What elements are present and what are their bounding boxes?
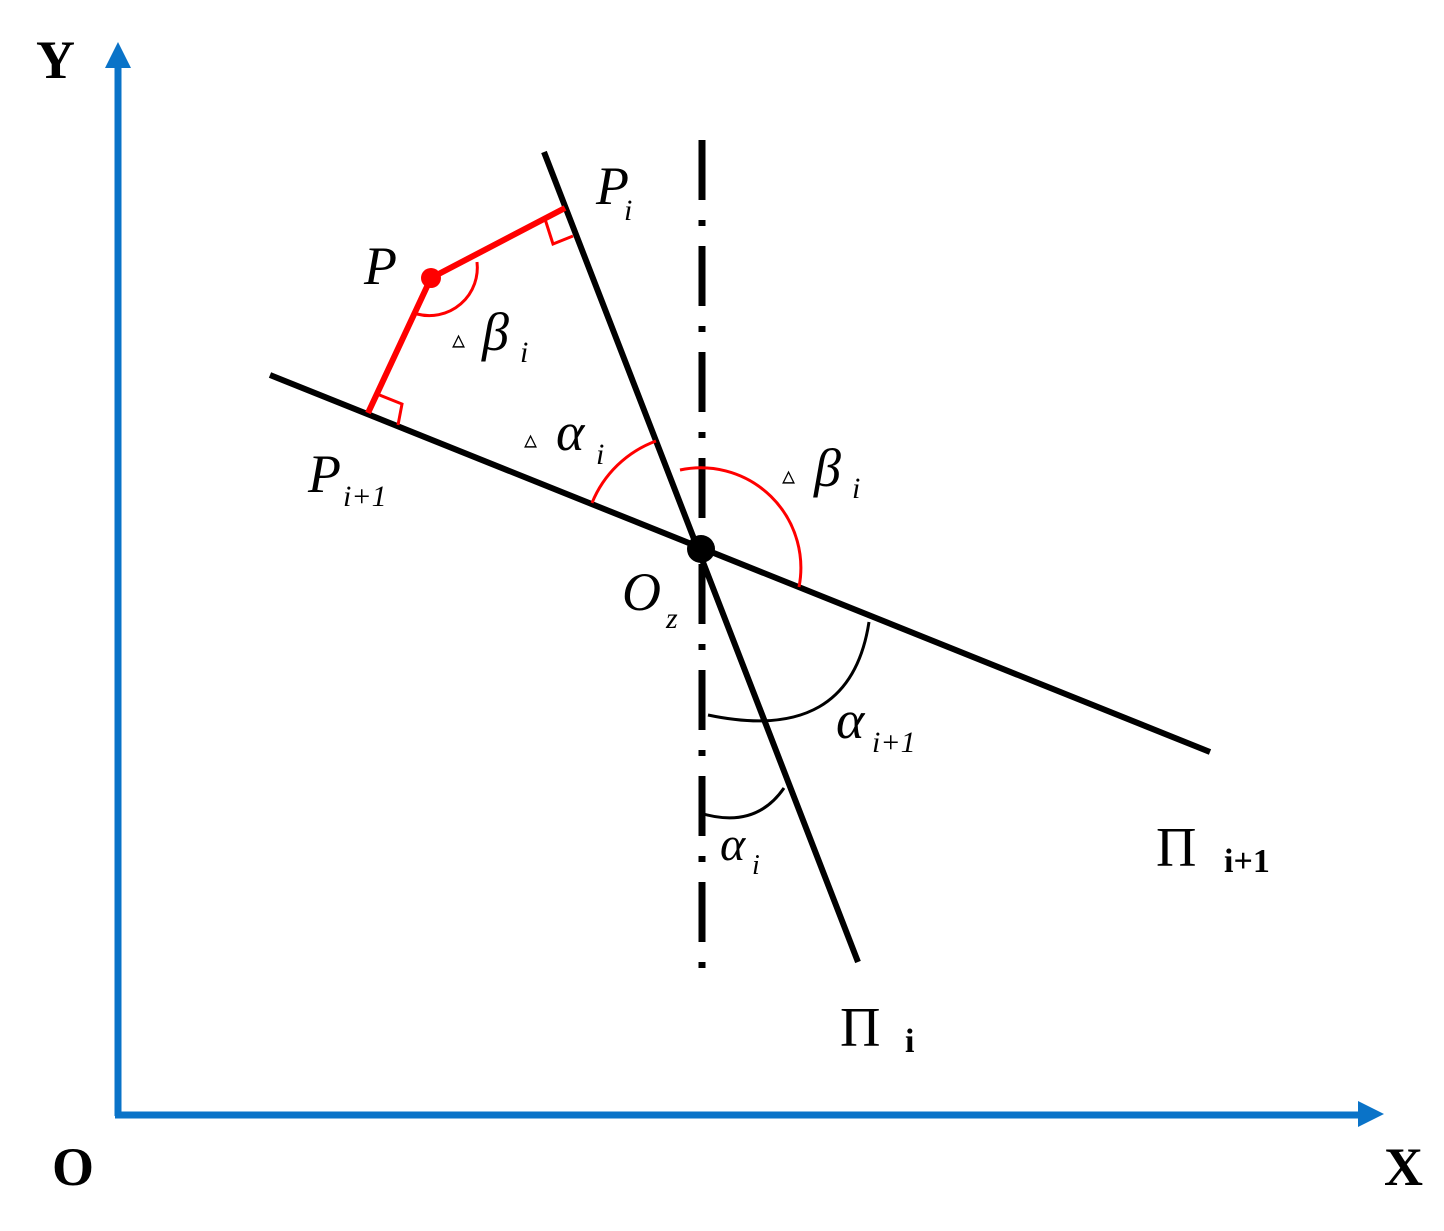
svg-text:β: β [481,302,509,362]
point-p-i1-label: P i+1 [307,444,387,513]
svg-text:i: i [596,438,604,471]
svg-text:P: P [595,156,629,216]
delta-beta-small-label: ▵ β i [452,302,528,369]
point-p-label: P [363,236,397,296]
delta-alpha-label: ▵ α i [524,402,604,471]
svg-text:i: i [624,194,632,227]
svg-text:i+1: i+1 [1224,843,1270,880]
delta-alpha-arc [590,439,657,504]
svg-text:i: i [905,1023,914,1060]
svg-text:▵: ▵ [452,325,465,354]
coordinate-axes [105,42,1384,1127]
point-oz-label: O z [622,562,678,635]
svg-text:i: i [752,850,760,881]
svg-text:P: P [307,444,341,504]
svg-text:Π: Π [1156,817,1196,879]
svg-text:i: i [520,336,528,369]
alpha-i-label: α i [720,818,760,881]
large-delta-beta-arc [679,466,803,588]
alpha-i1-arc [707,621,871,723]
perpendicular-to-pi-i1 [365,276,434,415]
perpendicular-construction [365,205,574,426]
plane-pi-i-label: Π i [840,997,914,1060]
plane-pi-i1-line [268,372,1212,755]
small-delta-beta-arc [416,261,479,318]
svg-text:i+1: i+1 [872,726,916,759]
svg-text:▵: ▵ [782,461,795,490]
perpendicular-to-pi-i [429,205,567,281]
x-axis-label: X [1384,1137,1423,1197]
svg-text:i: i [852,472,860,505]
svg-text:α: α [836,690,866,750]
svg-text:z: z [665,602,678,635]
y-axis-label: Y [36,30,75,90]
svg-text:α: α [720,818,746,871]
y-axis-arrow-icon [105,42,131,68]
point-p-dot [421,268,441,288]
svg-text:Π: Π [840,997,880,1059]
svg-text:β: β [813,438,841,498]
right-angle-mark-p-i1 [376,392,404,426]
alpha-i1-label: α i+1 [836,690,916,759]
svg-text:O: O [622,562,661,622]
svg-text:▵: ▵ [524,425,537,454]
alpha-i-arc [699,787,786,820]
point-p-i-label: P i [595,156,632,227]
delta-beta-large-label: ▵ β i [782,438,860,505]
origin-label: O [52,1137,94,1197]
svg-text:α: α [556,402,586,462]
x-axis-arrow-icon [1358,1101,1384,1127]
plane-pi-i1-label: Π i+1 [1156,817,1270,880]
right-angle-mark-p-i [543,218,574,246]
point-oz-dot [687,535,715,563]
svg-text:i+1: i+1 [343,480,387,513]
